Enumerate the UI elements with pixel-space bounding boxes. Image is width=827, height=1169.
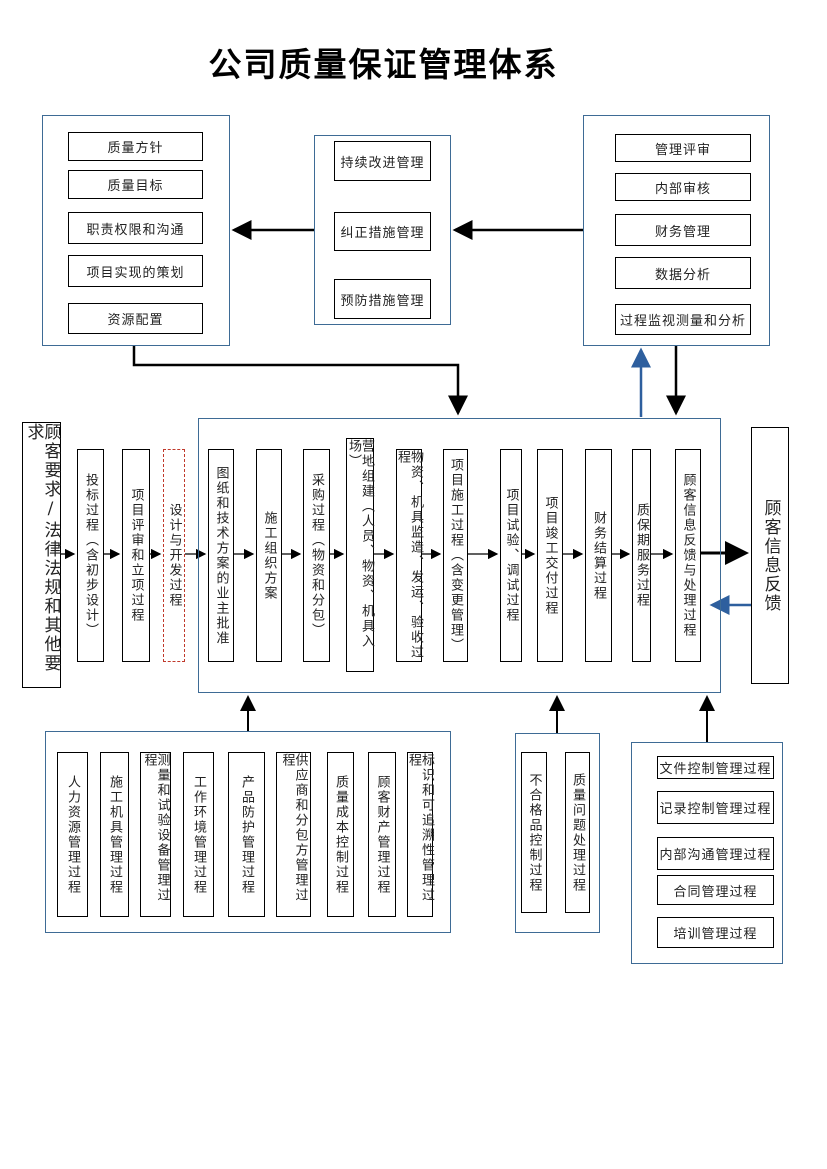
- box-label: 质量目标: [107, 179, 164, 194]
- box-label: 持续改进管理: [340, 155, 425, 171]
- policy-box: 资源配置: [68, 303, 203, 334]
- policy-box: 质量目标: [68, 170, 203, 199]
- process-step-box: 项目竣工交付过程: [537, 449, 563, 662]
- box-label: 职责权限和沟通: [86, 222, 185, 238]
- nonconformity-box: 质量问题处理过程: [565, 752, 590, 913]
- output-feedback-box: 顾客信息反馈: [751, 427, 789, 684]
- box-label: 项目试验、调试过程: [503, 488, 519, 623]
- top-right-group: [583, 115, 770, 346]
- box-label: 设计与开发过程: [166, 503, 182, 608]
- support-process-box: 人力资源管理过程: [57, 752, 88, 917]
- box-label: 内部沟通管理过程: [659, 848, 772, 863]
- box-label: 供应商和分包方管理过程: [279, 753, 308, 903]
- management-process-box: 文件控制管理过程: [657, 756, 774, 779]
- support-middle-group: [515, 733, 600, 933]
- review-box: 管理评审: [615, 134, 751, 162]
- policy-box: 项目实现的策划: [68, 255, 203, 287]
- top-middle-group: [314, 135, 451, 325]
- box-label: 项目实现的策划: [86, 265, 185, 281]
- process-step-box: 投标过程（含初步设计）: [77, 449, 104, 662]
- support-right-group: [631, 742, 783, 964]
- review-box: 过程监视测量和分析: [615, 304, 751, 335]
- box-label: 营地组建（人员、物资、机具入场）: [346, 439, 374, 649]
- box-label: 质量成本控制过程: [333, 774, 348, 895]
- box-label: 测量和试验设备管理过程: [141, 753, 170, 903]
- box-label: 标识和可追溯性管理过程: [406, 753, 434, 903]
- support-process-box: 施工机具管理过程: [100, 752, 129, 917]
- process-step-box: 营地组建（人员、物资、机具入场）: [346, 438, 374, 672]
- box-label: 工作环境管理过程: [191, 774, 206, 895]
- process-step-box: 物资、机具监造、发运、验收过程: [395, 449, 423, 662]
- management-process-box: 记录控制管理过程: [657, 791, 774, 824]
- box-label: 顾客信息反馈与处理过程: [680, 473, 696, 638]
- support-process-box: 测量和试验设备管理过程: [140, 752, 171, 917]
- box-label: 不合格品控制过程: [526, 772, 542, 893]
- box-label: 文件控制管理过程: [659, 762, 772, 777]
- box-label: 顾客信息反馈: [760, 498, 781, 613]
- support-process-box: 质量成本控制过程: [327, 752, 354, 917]
- process-step-box: 财务结算过程: [585, 449, 612, 662]
- box-label: 资源配置: [107, 313, 164, 328]
- box-label: 预防措施管理: [340, 293, 425, 309]
- box-label: 施工组织方案: [261, 510, 277, 601]
- box-label: 投标过程（含初步设计）: [83, 473, 98, 638]
- main-process-group: [198, 418, 721, 693]
- process-step-box: 图纸和技术方案的业主批准: [208, 449, 234, 662]
- process-step-box: 项目试验、调试过程: [500, 449, 522, 662]
- box-label: 质保期服务过程: [634, 503, 649, 608]
- support-left-group: [45, 731, 451, 933]
- support-process-box: 产品防护管理过程: [228, 752, 265, 917]
- review-box: 数据分析: [615, 257, 751, 289]
- box-label: 采购过程（物资和分包）: [309, 473, 324, 638]
- box-label: 记录控制管理过程: [659, 802, 772, 817]
- process-step-box: 质保期服务过程: [632, 449, 651, 662]
- support-process-box: 标识和可追溯性管理过程: [406, 752, 434, 917]
- box-label: 图纸和技术方案的业主批准: [213, 465, 229, 646]
- management-process-box: 内部沟通管理过程: [657, 837, 774, 870]
- review-box: 财务管理: [615, 214, 751, 246]
- box-label: 内部审核: [654, 181, 711, 197]
- support-process-box: 供应商和分包方管理过程: [276, 752, 311, 917]
- box-label: 质量问题处理过程: [570, 772, 585, 893]
- box-label: 质量方针: [107, 141, 164, 156]
- process-step-box: 顾客信息反馈与处理过程: [675, 449, 701, 662]
- box-label: 数据分析: [654, 267, 711, 283]
- box-label: 管理评审: [654, 142, 711, 158]
- box-label: 产品防护管理过程: [239, 774, 254, 895]
- process-step-box: 施工组织方案: [256, 449, 282, 662]
- box-label: 纠正措施管理: [340, 226, 425, 241]
- box-label: 顾客财产管理过程: [374, 774, 390, 895]
- box-label: 财务结算过程: [591, 510, 606, 601]
- management-process-box: 合同管理过程: [657, 875, 774, 905]
- support-process-box: 工作环境管理过程: [183, 752, 214, 917]
- box-label: 物资、机具监造、发运、验收过程: [395, 450, 423, 660]
- box-label: 人力资源管理过程: [65, 774, 80, 895]
- improvement-box: 纠正措施管理: [334, 212, 431, 251]
- nonconformity-box: 不合格品控制过程: [521, 752, 547, 913]
- process-step-box: 项目评审和立项过程: [122, 449, 150, 662]
- process-step-box: 项目施工过程（含变更管理）: [443, 449, 468, 662]
- improvement-box: 预防措施管理: [334, 279, 431, 319]
- box-label: 过程监视测量和分析: [619, 314, 746, 329]
- box-label: 施工机具管理过程: [107, 774, 122, 895]
- box-label: 项目评审和立项过程: [128, 488, 144, 623]
- page-title: 公司质量保证管理体系: [208, 45, 559, 84]
- box-label: 财务管理: [654, 224, 711, 240]
- box-label: 顾客要求/法律法规和其他要求: [23, 423, 61, 673]
- box-label: 合同管理过程: [673, 884, 758, 900]
- process-step-box: 设计与开发过程: [163, 449, 185, 662]
- review-box: 内部审核: [615, 173, 751, 201]
- support-process-box: 顾客财产管理过程: [368, 752, 396, 917]
- input-requirements-box: 顾客要求/法律法规和其他要求: [22, 422, 61, 688]
- top-left-group: [42, 115, 230, 346]
- policy-box: 职责权限和沟通: [68, 212, 203, 244]
- box-label: 项目竣工交付过程: [542, 495, 558, 616]
- box-label: 项目施工过程（含变更管理）: [448, 458, 463, 653]
- process-step-box: 采购过程（物资和分包）: [303, 449, 330, 662]
- box-label: 培训管理过程: [673, 927, 758, 942]
- management-process-box: 培训管理过程: [657, 917, 774, 948]
- improvement-box: 持续改进管理: [334, 141, 431, 181]
- policy-box: 质量方针: [68, 132, 203, 161]
